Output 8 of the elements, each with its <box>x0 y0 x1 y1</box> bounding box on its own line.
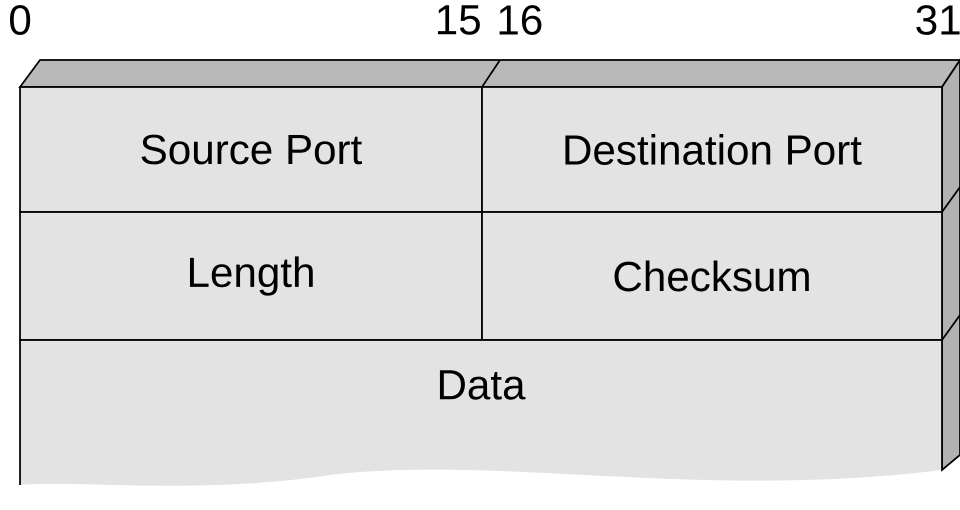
bit-number: 15 <box>438 5 480 35</box>
bit-number: 0 <box>10 5 30 35</box>
field-cell: Length <box>19 211 483 341</box>
bit-number: 31 <box>916 5 960 35</box>
field-cell: Checksum <box>481 211 943 341</box>
field-cell: Destination Port <box>481 86 943 213</box>
bit-number: 16 <box>500 5 542 35</box>
field-cell: Source Port <box>19 86 483 213</box>
